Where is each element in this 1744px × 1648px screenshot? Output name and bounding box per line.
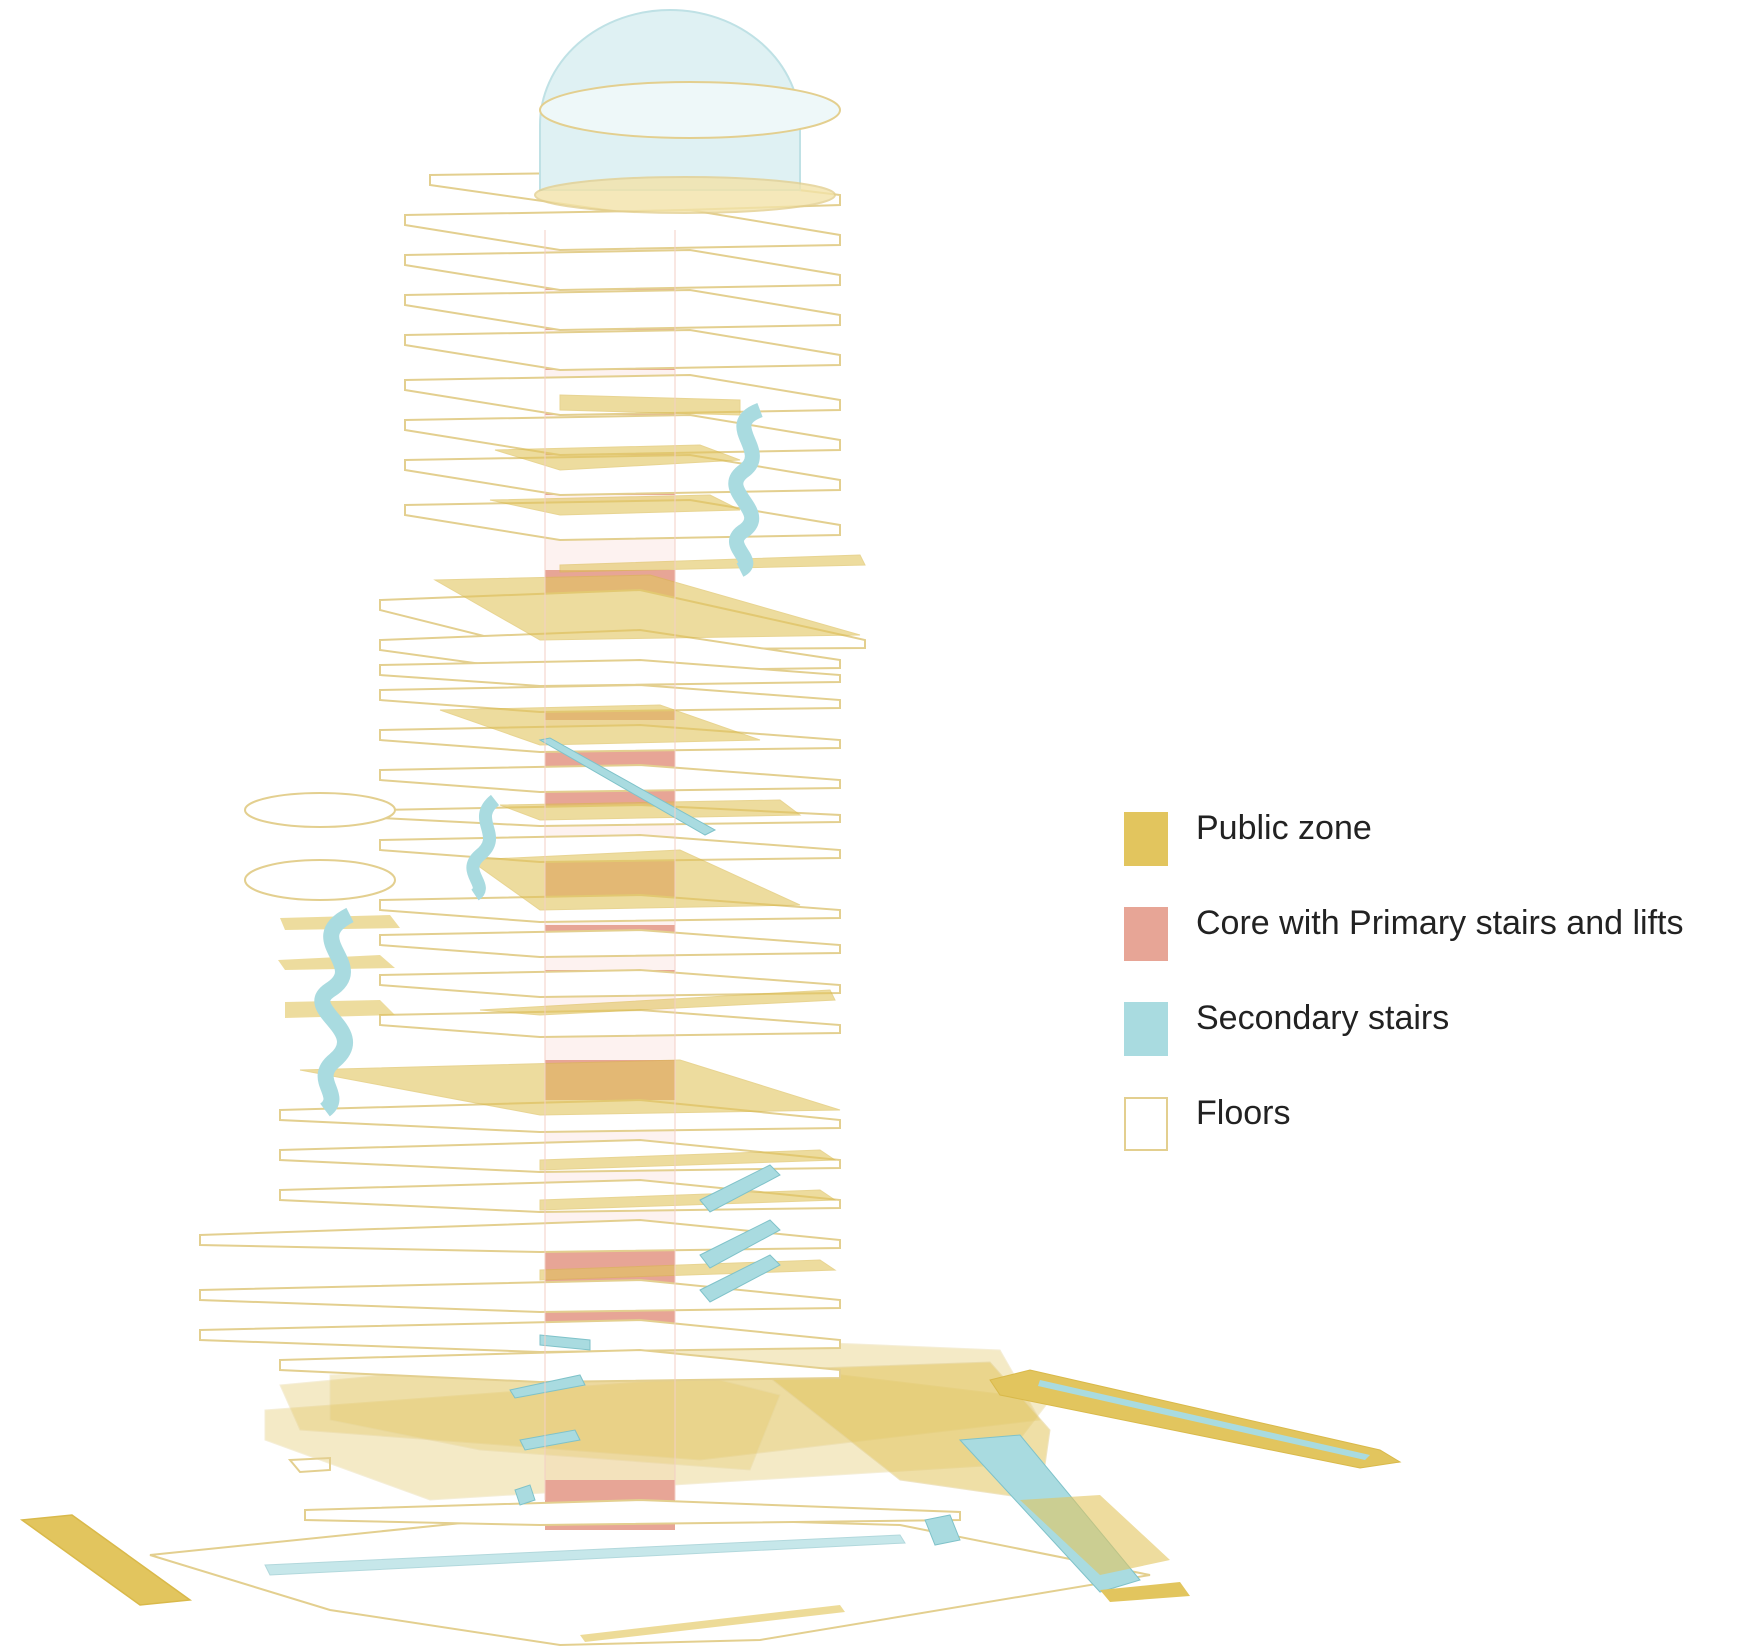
- secondary-stairs-swatch-icon: [1124, 1002, 1168, 1056]
- detached-plan-fragment: [287, 1456, 331, 1474]
- mid-spiral-stair: [466, 794, 500, 901]
- underground-corridor: [264, 1534, 906, 1576]
- lower-switchback-stairs: [699, 1164, 781, 1303]
- dome-icon: [534, 9, 841, 214]
- public-zone-swatch-icon: [1124, 812, 1168, 866]
- round-floor-lower: [244, 859, 396, 901]
- left-public-stack: [278, 915, 400, 1018]
- legend-label-public-zone: Public zone: [1196, 809, 1372, 847]
- floors-swatch-icon: [1124, 1097, 1168, 1151]
- diagonal-connector-stair: [538, 737, 717, 836]
- legend-item-core: Core with Primary stairs and lifts: [1124, 903, 1683, 998]
- legend-item-secondary-stairs: Secondary stairs: [1124, 998, 1683, 1093]
- legend-item-floors: Floors: [1124, 1093, 1683, 1188]
- core-swatch-icon: [1124, 907, 1168, 961]
- ground-floor-plate: [149, 1513, 1151, 1647]
- legend-label-core: Core with Primary stairs and lifts: [1196, 904, 1684, 942]
- legend-label-floors: Floors: [1196, 1094, 1291, 1132]
- tower-public-zones: [299, 394, 866, 1281]
- right-stepped-stairs-5: [1100, 1582, 1190, 1602]
- round-floor-upper: [244, 792, 396, 828]
- right-stepped-stairs-2: [1038, 1380, 1370, 1460]
- right-stepped-stairs-4: [1020, 1495, 1170, 1575]
- legend-label-secondary-stairs: Secondary stairs: [1196, 999, 1450, 1037]
- entrance-ramp-left: [19, 1514, 193, 1606]
- plaza-strip: [580, 1605, 845, 1642]
- lower-stair-fragments: [509, 1334, 961, 1546]
- spiral-stair-icon: [314, 907, 354, 1117]
- legend-item-public-zone: Public zone: [1124, 808, 1683, 903]
- upper-spiral-stairs: [728, 402, 764, 577]
- legend: Public zone Core with Primary stairs and…: [1124, 808, 1683, 1188]
